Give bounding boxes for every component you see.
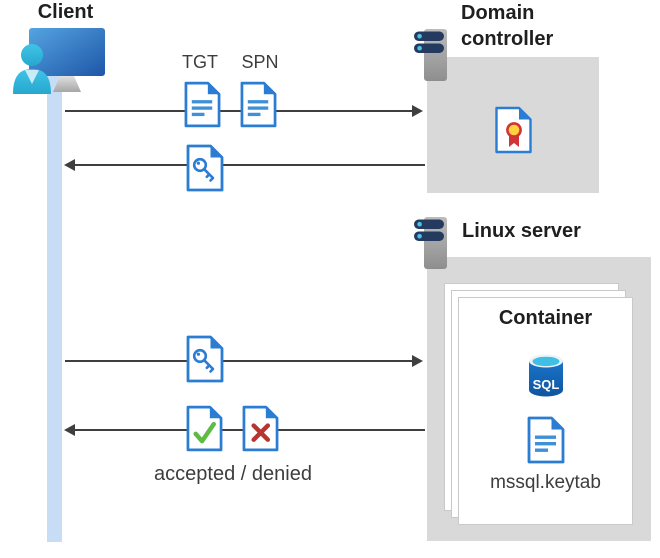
arrow-dc-to-client (75, 164, 425, 166)
arrow-client-to-server (65, 360, 413, 362)
spn-label: SPN (241, 52, 279, 72)
denied-cross-document-icon (242, 405, 279, 452)
keytab-file-label: mssql.keytab (490, 472, 601, 493)
key-document-icon-top (186, 144, 224, 192)
linux-server-icon (414, 216, 448, 270)
arrow-client-to-dc-head (412, 105, 423, 117)
domain-controller-title: Domain controller (461, 2, 554, 50)
domain-controller-server-icon (414, 28, 448, 82)
client-title: Client (37, 1, 94, 23)
key-document-icon-bottom (186, 335, 224, 383)
container-card: Container SQL mssql.keytab (458, 297, 633, 525)
keytab-document-icon (527, 416, 565, 464)
arrow-client-to-dc (65, 110, 413, 112)
result-label: accepted / denied (154, 463, 312, 485)
sql-database-icon: SQL (529, 354, 563, 397)
arrow-client-to-server-head (412, 355, 423, 367)
accepted-check-document-icon (186, 405, 223, 452)
tgt-document-icon (184, 81, 221, 128)
tgt-label: TGT (182, 52, 218, 72)
spn-document-icon (240, 81, 277, 128)
arrow-server-to-client-head (64, 424, 75, 436)
container-title: Container (498, 307, 593, 329)
client-lifeline (47, 68, 62, 542)
certificate-icon (494, 106, 533, 154)
user-at-monitor-icon (5, 22, 105, 94)
sql-badge-text: SQL (533, 377, 560, 392)
linux-server-title: Linux server (462, 220, 581, 242)
arrow-dc-to-client-head (64, 159, 75, 171)
